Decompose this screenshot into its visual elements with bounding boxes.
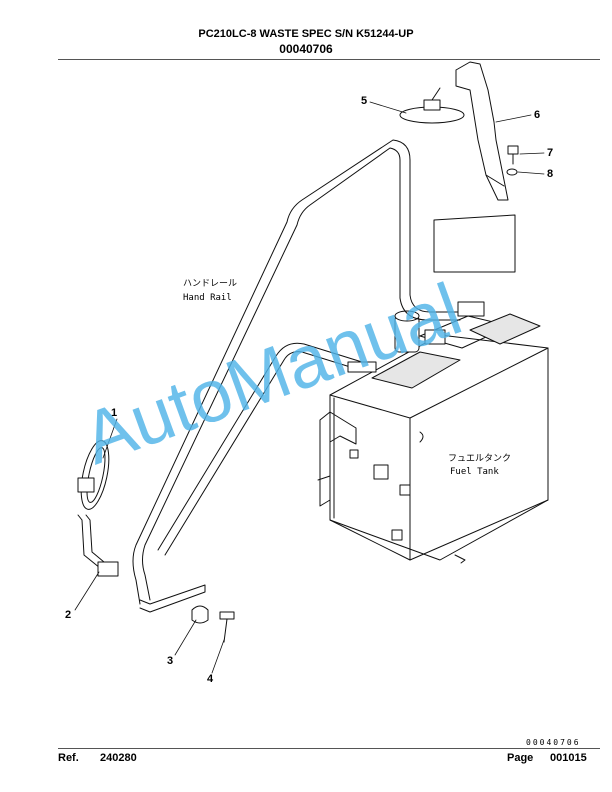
leader-lines [74, 101, 545, 674]
mirror-stay [433, 61, 519, 273]
callout-3: 3 [167, 655, 173, 667]
clamp-and-bolt [191, 605, 235, 643]
page-title: PC210LC-8 WASTE SPEC S/N K51244-UP [198, 28, 414, 40]
callout-5: 5 [361, 95, 367, 107]
ref-label: Ref. [58, 752, 79, 764]
callout-2: 2 [65, 609, 71, 621]
fuel-tank-label-jp: フュエルタンク [448, 453, 511, 464]
mirror-assembly [77, 440, 119, 577]
callout-7: 7 [547, 147, 553, 159]
callout-6: 6 [534, 109, 540, 121]
drawing-code: 00040706 [526, 738, 581, 747]
page-value: 001015 [550, 752, 587, 764]
ref-value: 240280 [100, 752, 137, 764]
hand-rail-label-jp: ハンドレール [183, 279, 237, 289]
fuel-tank [317, 310, 549, 564]
hand-rail-label-en: Hand Rail [183, 293, 232, 303]
callout-4: 4 [207, 673, 214, 685]
hand-rail [132, 139, 485, 613]
bottom-divider [58, 748, 600, 749]
top-divider [58, 59, 600, 60]
upper-mirror [399, 87, 465, 124]
page-label: Page [507, 752, 534, 764]
fuel-tank-label-en: Fuel Tank [450, 467, 499, 477]
page-number-header: 00040706 [279, 42, 333, 56]
callout-1: 1 [111, 407, 117, 419]
callout-8: 8 [547, 168, 553, 180]
